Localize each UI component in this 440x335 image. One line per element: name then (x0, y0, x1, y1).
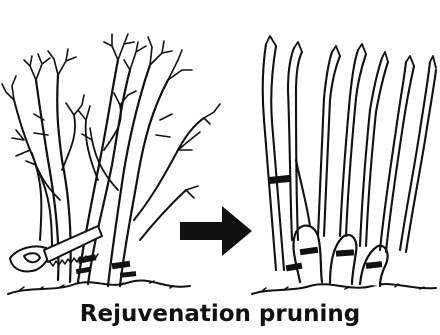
pruning-saw-icon (10, 226, 102, 272)
ground-left (8, 280, 190, 294)
pruned-shrub-icon (252, 36, 436, 294)
diagram-caption: Rejuvenation pruning (0, 296, 440, 332)
ground-right (252, 284, 436, 294)
right-arrow-icon (180, 206, 252, 256)
